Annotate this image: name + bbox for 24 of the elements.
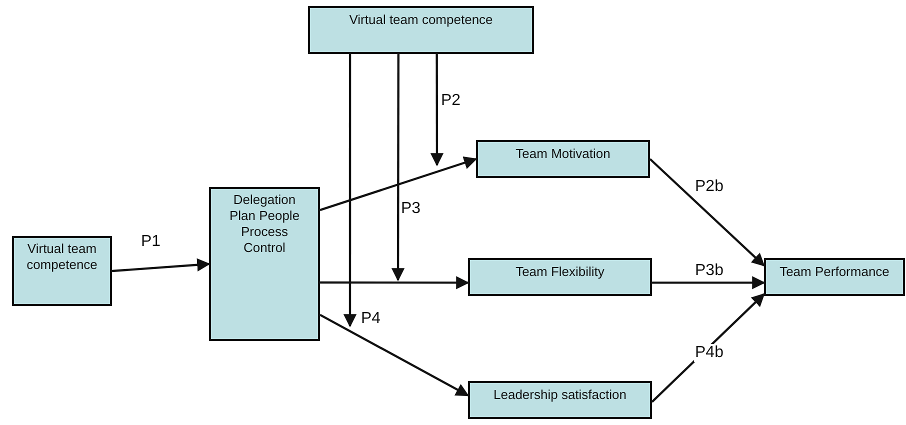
box-label: Team Flexibility [516, 264, 604, 280]
process-box [209, 187, 320, 341]
process-box [308, 6, 534, 54]
box-label: Delegation Plan People Process Control [228, 192, 301, 256]
arrow [652, 276, 766, 290]
arrow [320, 156, 478, 212]
process-box [12, 236, 112, 306]
process-box [468, 258, 652, 296]
process-box [468, 381, 652, 419]
arrow [430, 54, 444, 166]
process-box [476, 140, 650, 178]
arrow [319, 314, 470, 396]
arrow [649, 158, 765, 266]
arrow [343, 54, 357, 328]
box-label: Team Motivation [516, 146, 610, 162]
arrow [320, 276, 470, 290]
box-label: Virtual team competence [349, 12, 493, 28]
box-label: Virtual team competence [26, 241, 98, 273]
box-label: Team Performance [780, 264, 890, 280]
arrow [391, 54, 405, 282]
box-label: Leadership satisfaction [494, 387, 626, 403]
process-box [764, 258, 905, 296]
arrow [112, 258, 210, 272]
edge-label: P4b [694, 344, 724, 362]
